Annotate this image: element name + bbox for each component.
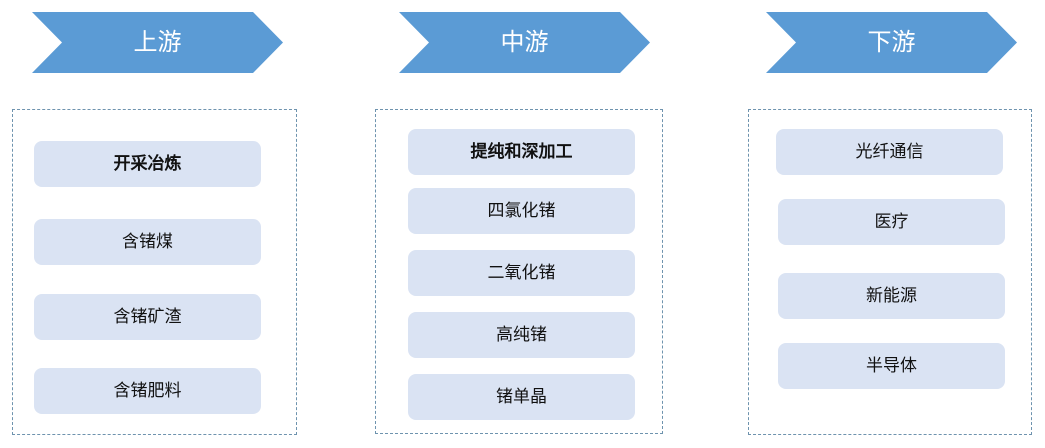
stage-arrow-upstream: 上游 — [32, 12, 283, 73]
stage-arrow-downstream: 下游 — [766, 12, 1017, 73]
upstream-item-germanium-slag: 含锗矿渣 — [34, 294, 261, 340]
stage-arrow-midstream: 中游 — [399, 12, 650, 73]
midstream-item-germanium-single-crystal: 锗单晶 — [408, 374, 635, 420]
midstream-item-germanium-dioxide: 二氧化锗 — [408, 250, 635, 296]
upstream-item-germanium-fertilizer: 含锗肥料 — [34, 368, 261, 414]
stage-container-midstream — [375, 109, 663, 434]
chevron-arrow-icon — [766, 12, 1017, 73]
stage-title-upstream: 上游 — [133, 28, 182, 56]
midstream-item-purification-processing: 提纯和深加工 — [408, 129, 635, 175]
stage-title-midstream: 中游 — [500, 28, 549, 56]
chevron-arrow-icon — [32, 12, 283, 73]
stage-title-downstream: 下游 — [867, 28, 916, 56]
stage-container-downstream — [748, 109, 1032, 435]
chevron-arrow-icon — [399, 12, 650, 73]
upstream-item-mining-smelting: 开采冶炼 — [34, 141, 261, 187]
downstream-item-medical: 医疗 — [778, 199, 1005, 245]
downstream-item-semiconductor: 半导体 — [778, 343, 1005, 389]
stage-container-upstream — [12, 109, 297, 435]
downstream-item-fiber-optic-communication: 光纤通信 — [776, 129, 1003, 175]
midstream-item-germanium-tetrachloride: 四氯化锗 — [408, 188, 635, 234]
downstream-item-new-energy: 新能源 — [778, 273, 1005, 319]
upstream-item-germanium-coal: 含锗煤 — [34, 219, 261, 265]
midstream-item-high-purity-germanium: 高纯锗 — [408, 312, 635, 358]
